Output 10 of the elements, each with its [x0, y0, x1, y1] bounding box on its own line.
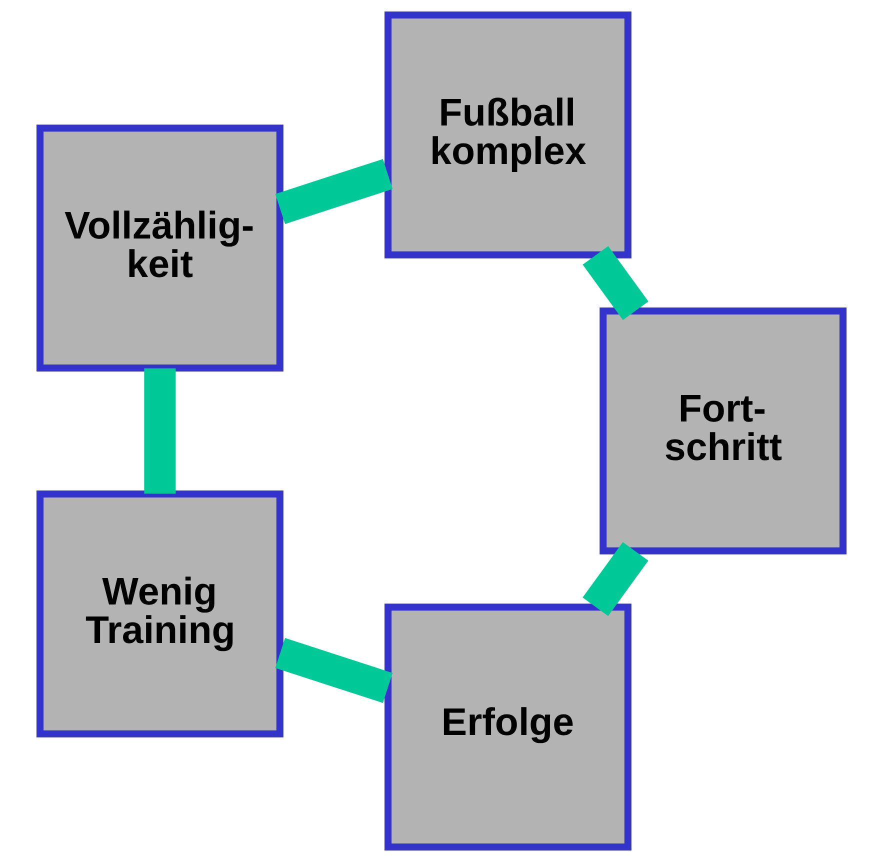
node-box: Fußball komplex	[384, 12, 632, 258]
node-box: Erfolge	[384, 604, 632, 850]
connector	[144, 368, 176, 494]
node-box: Fort- schritt	[600, 308, 846, 554]
node-box: Wenig Training	[36, 490, 284, 738]
connector	[275, 638, 393, 703]
connector	[275, 159, 393, 224]
node-box: Vollzählig- keit	[36, 124, 284, 372]
connector	[582, 246, 648, 320]
connector	[582, 542, 648, 616]
